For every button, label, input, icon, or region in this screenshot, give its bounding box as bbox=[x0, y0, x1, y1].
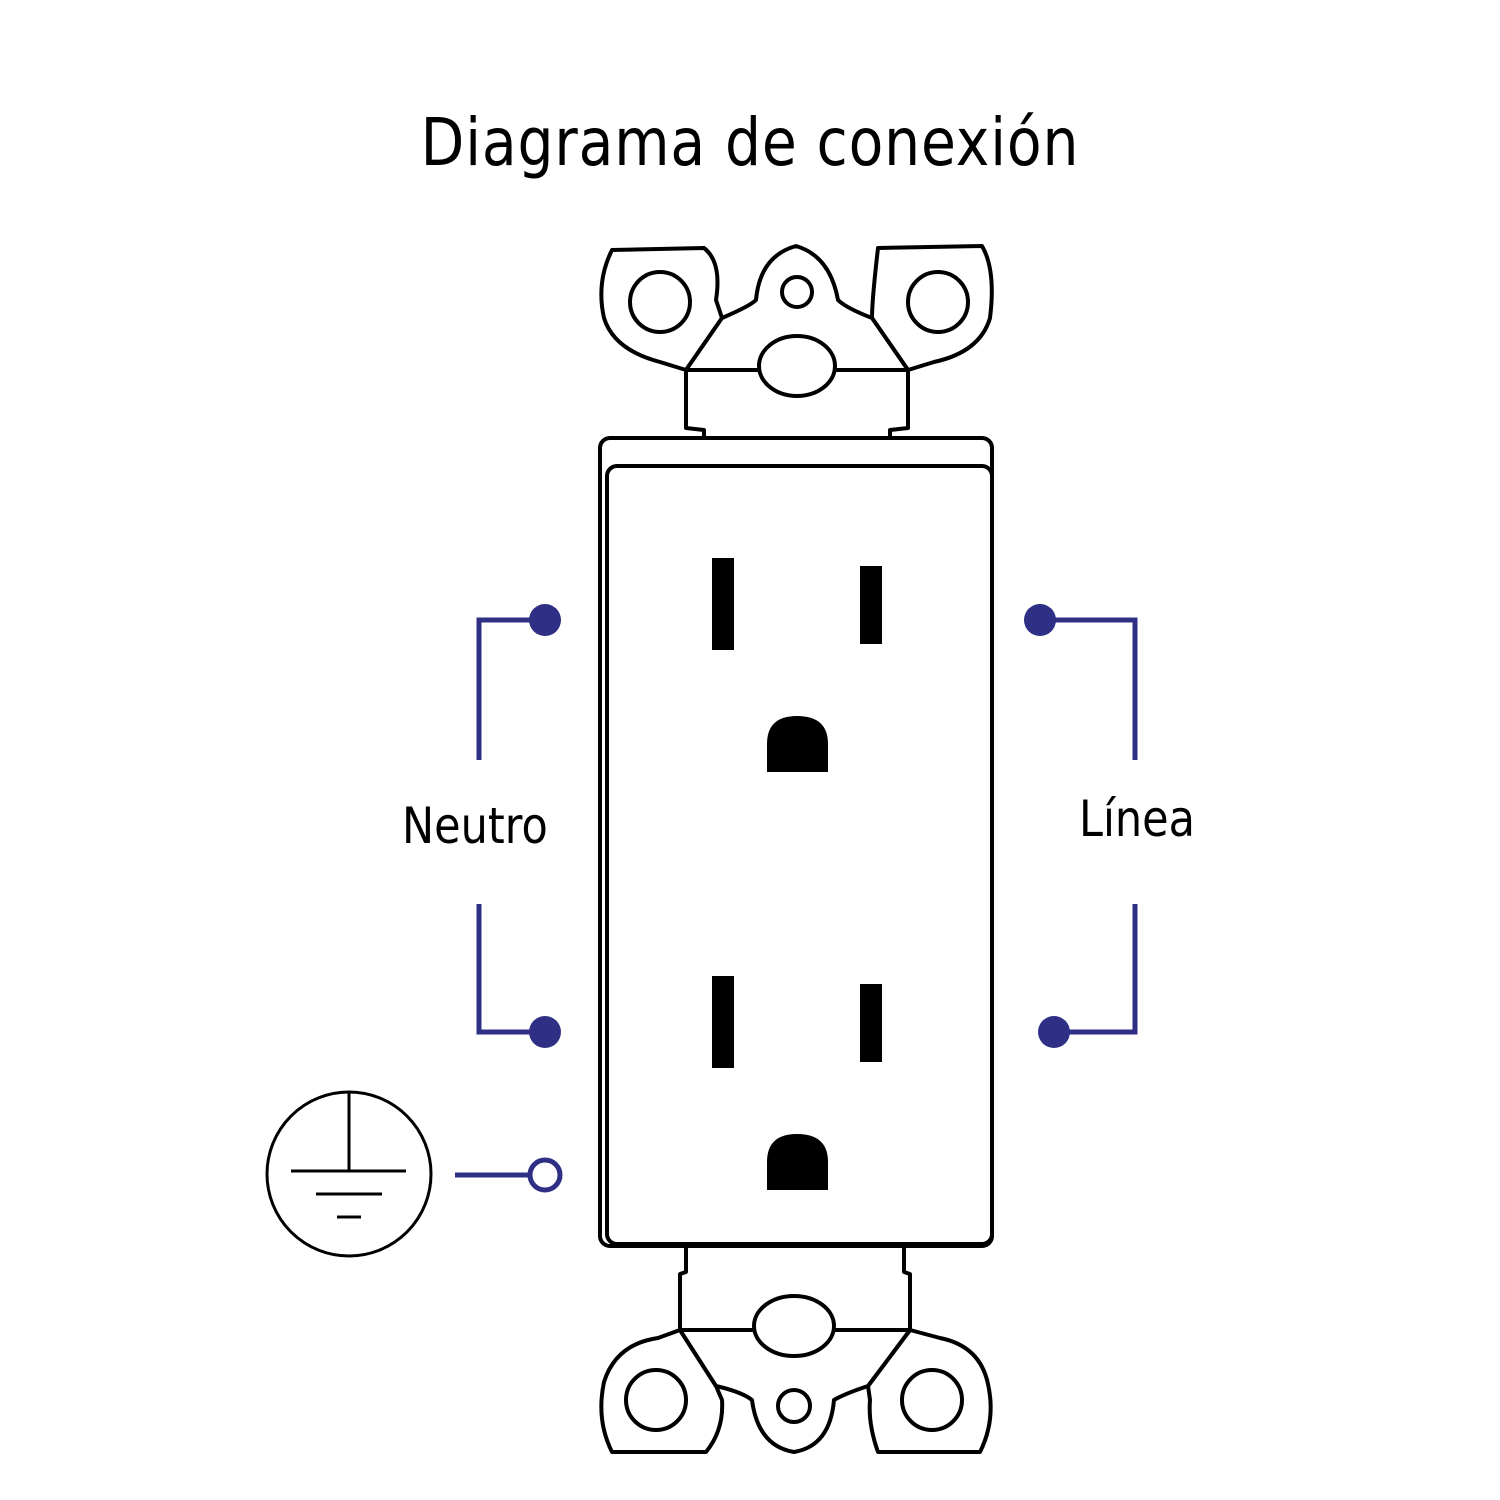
ground-terminal-icon bbox=[527, 1157, 563, 1193]
top-strap-holes bbox=[628, 270, 970, 398]
line-terminals bbox=[1024, 604, 1070, 1048]
ground-connection bbox=[455, 1157, 563, 1193]
bottom-right-screw-hole bbox=[900, 1368, 964, 1432]
upper-neutral-slot bbox=[712, 558, 734, 650]
top-mount-slot bbox=[757, 334, 837, 398]
lower-ground-hole bbox=[767, 1134, 828, 1190]
neutral-lower-terminal-icon bbox=[529, 1016, 561, 1048]
neutral-lower-lead bbox=[476, 904, 532, 1035]
upper-hot-slot bbox=[860, 566, 882, 644]
bottom-center-hole bbox=[776, 1388, 812, 1424]
diagram-title: Diagrama de conexión bbox=[420, 104, 1080, 181]
outlet-face bbox=[605, 464, 994, 1246]
neutral-wiring bbox=[476, 617, 532, 1035]
line-lower-lead bbox=[1064, 904, 1138, 1035]
neutral-terminals bbox=[529, 604, 561, 1048]
neutral-label: Neutro bbox=[402, 797, 548, 855]
top-right-screw-hole bbox=[906, 270, 970, 334]
bottom-left-screw-hole bbox=[624, 1368, 688, 1432]
bottom-mount-slot bbox=[752, 1294, 836, 1358]
line-upper-lead bbox=[1052, 617, 1138, 760]
lower-receptacle bbox=[712, 976, 882, 1190]
lower-neutral-slot bbox=[712, 976, 734, 1068]
bottom-strap-holes bbox=[624, 1294, 964, 1432]
neutral-upper-terminal-icon bbox=[529, 604, 561, 636]
lower-hot-slot bbox=[860, 984, 882, 1062]
line-label: Línea bbox=[1079, 790, 1195, 848]
neutral-upper-lead bbox=[476, 617, 532, 760]
top-center-hole bbox=[780, 275, 814, 309]
line-lower-terminal-icon bbox=[1038, 1016, 1070, 1048]
outlet-body bbox=[598, 436, 994, 1248]
upper-ground-hole bbox=[767, 716, 828, 772]
ground-symbol-icon bbox=[265, 1090, 433, 1258]
upper-receptacle bbox=[712, 558, 882, 772]
line-upper-terminal-icon bbox=[1024, 604, 1056, 636]
top-left-screw-hole bbox=[628, 270, 692, 334]
line-wiring bbox=[1052, 617, 1138, 1035]
